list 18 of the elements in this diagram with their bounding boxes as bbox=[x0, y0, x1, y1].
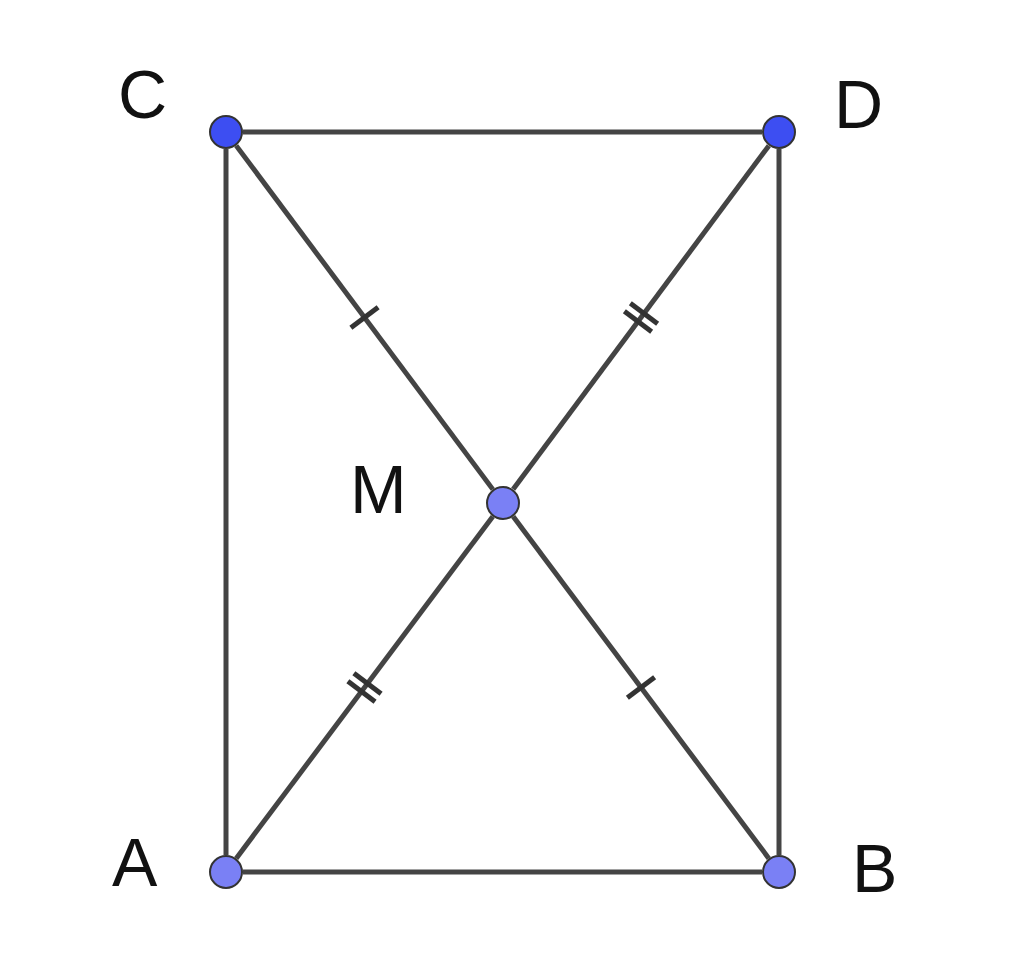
point-label: C bbox=[118, 60, 168, 128]
point-label: B bbox=[852, 834, 898, 902]
point bbox=[209, 855, 243, 889]
line-segment bbox=[511, 144, 771, 491]
point bbox=[762, 115, 796, 149]
line-segment bbox=[776, 149, 782, 855]
line-segment bbox=[511, 515, 771, 860]
line-segment bbox=[243, 869, 762, 875]
point bbox=[486, 486, 520, 520]
point-label: A bbox=[112, 828, 158, 896]
line-segment bbox=[223, 149, 229, 855]
line-segment bbox=[234, 515, 495, 860]
point bbox=[209, 115, 243, 149]
point bbox=[762, 855, 796, 889]
point-label: D bbox=[834, 70, 884, 138]
line-segment bbox=[234, 144, 495, 491]
point-label: M bbox=[350, 455, 407, 523]
line-segment bbox=[243, 129, 762, 135]
